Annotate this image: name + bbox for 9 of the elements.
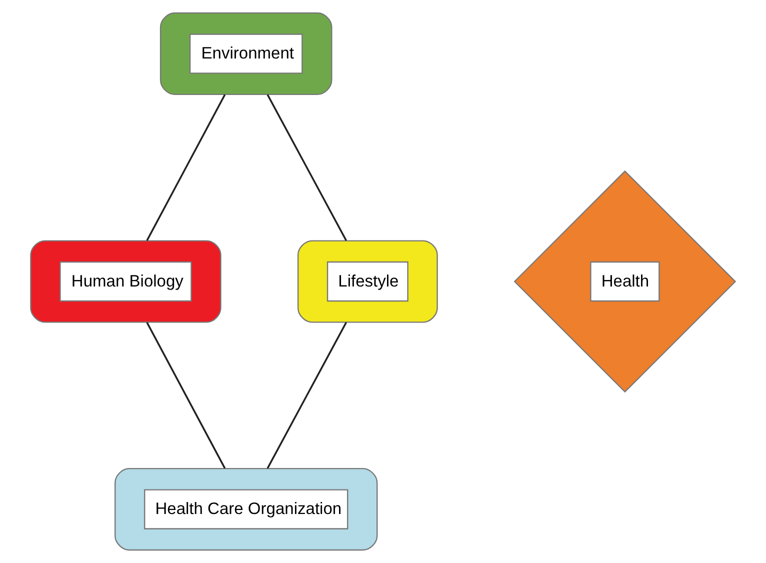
node-box: Health Care Organization: [114, 468, 378, 551]
node-box: Human Biology: [30, 240, 222, 323]
node-box: Lifestyle: [297, 240, 438, 323]
connector: [266, 94, 347, 241]
connector: [146, 94, 226, 241]
node-box: Environment: [160, 12, 332, 96]
connector: [266, 322, 347, 469]
node-diamond: Health: [514, 170, 736, 393]
connector: [146, 322, 226, 469]
